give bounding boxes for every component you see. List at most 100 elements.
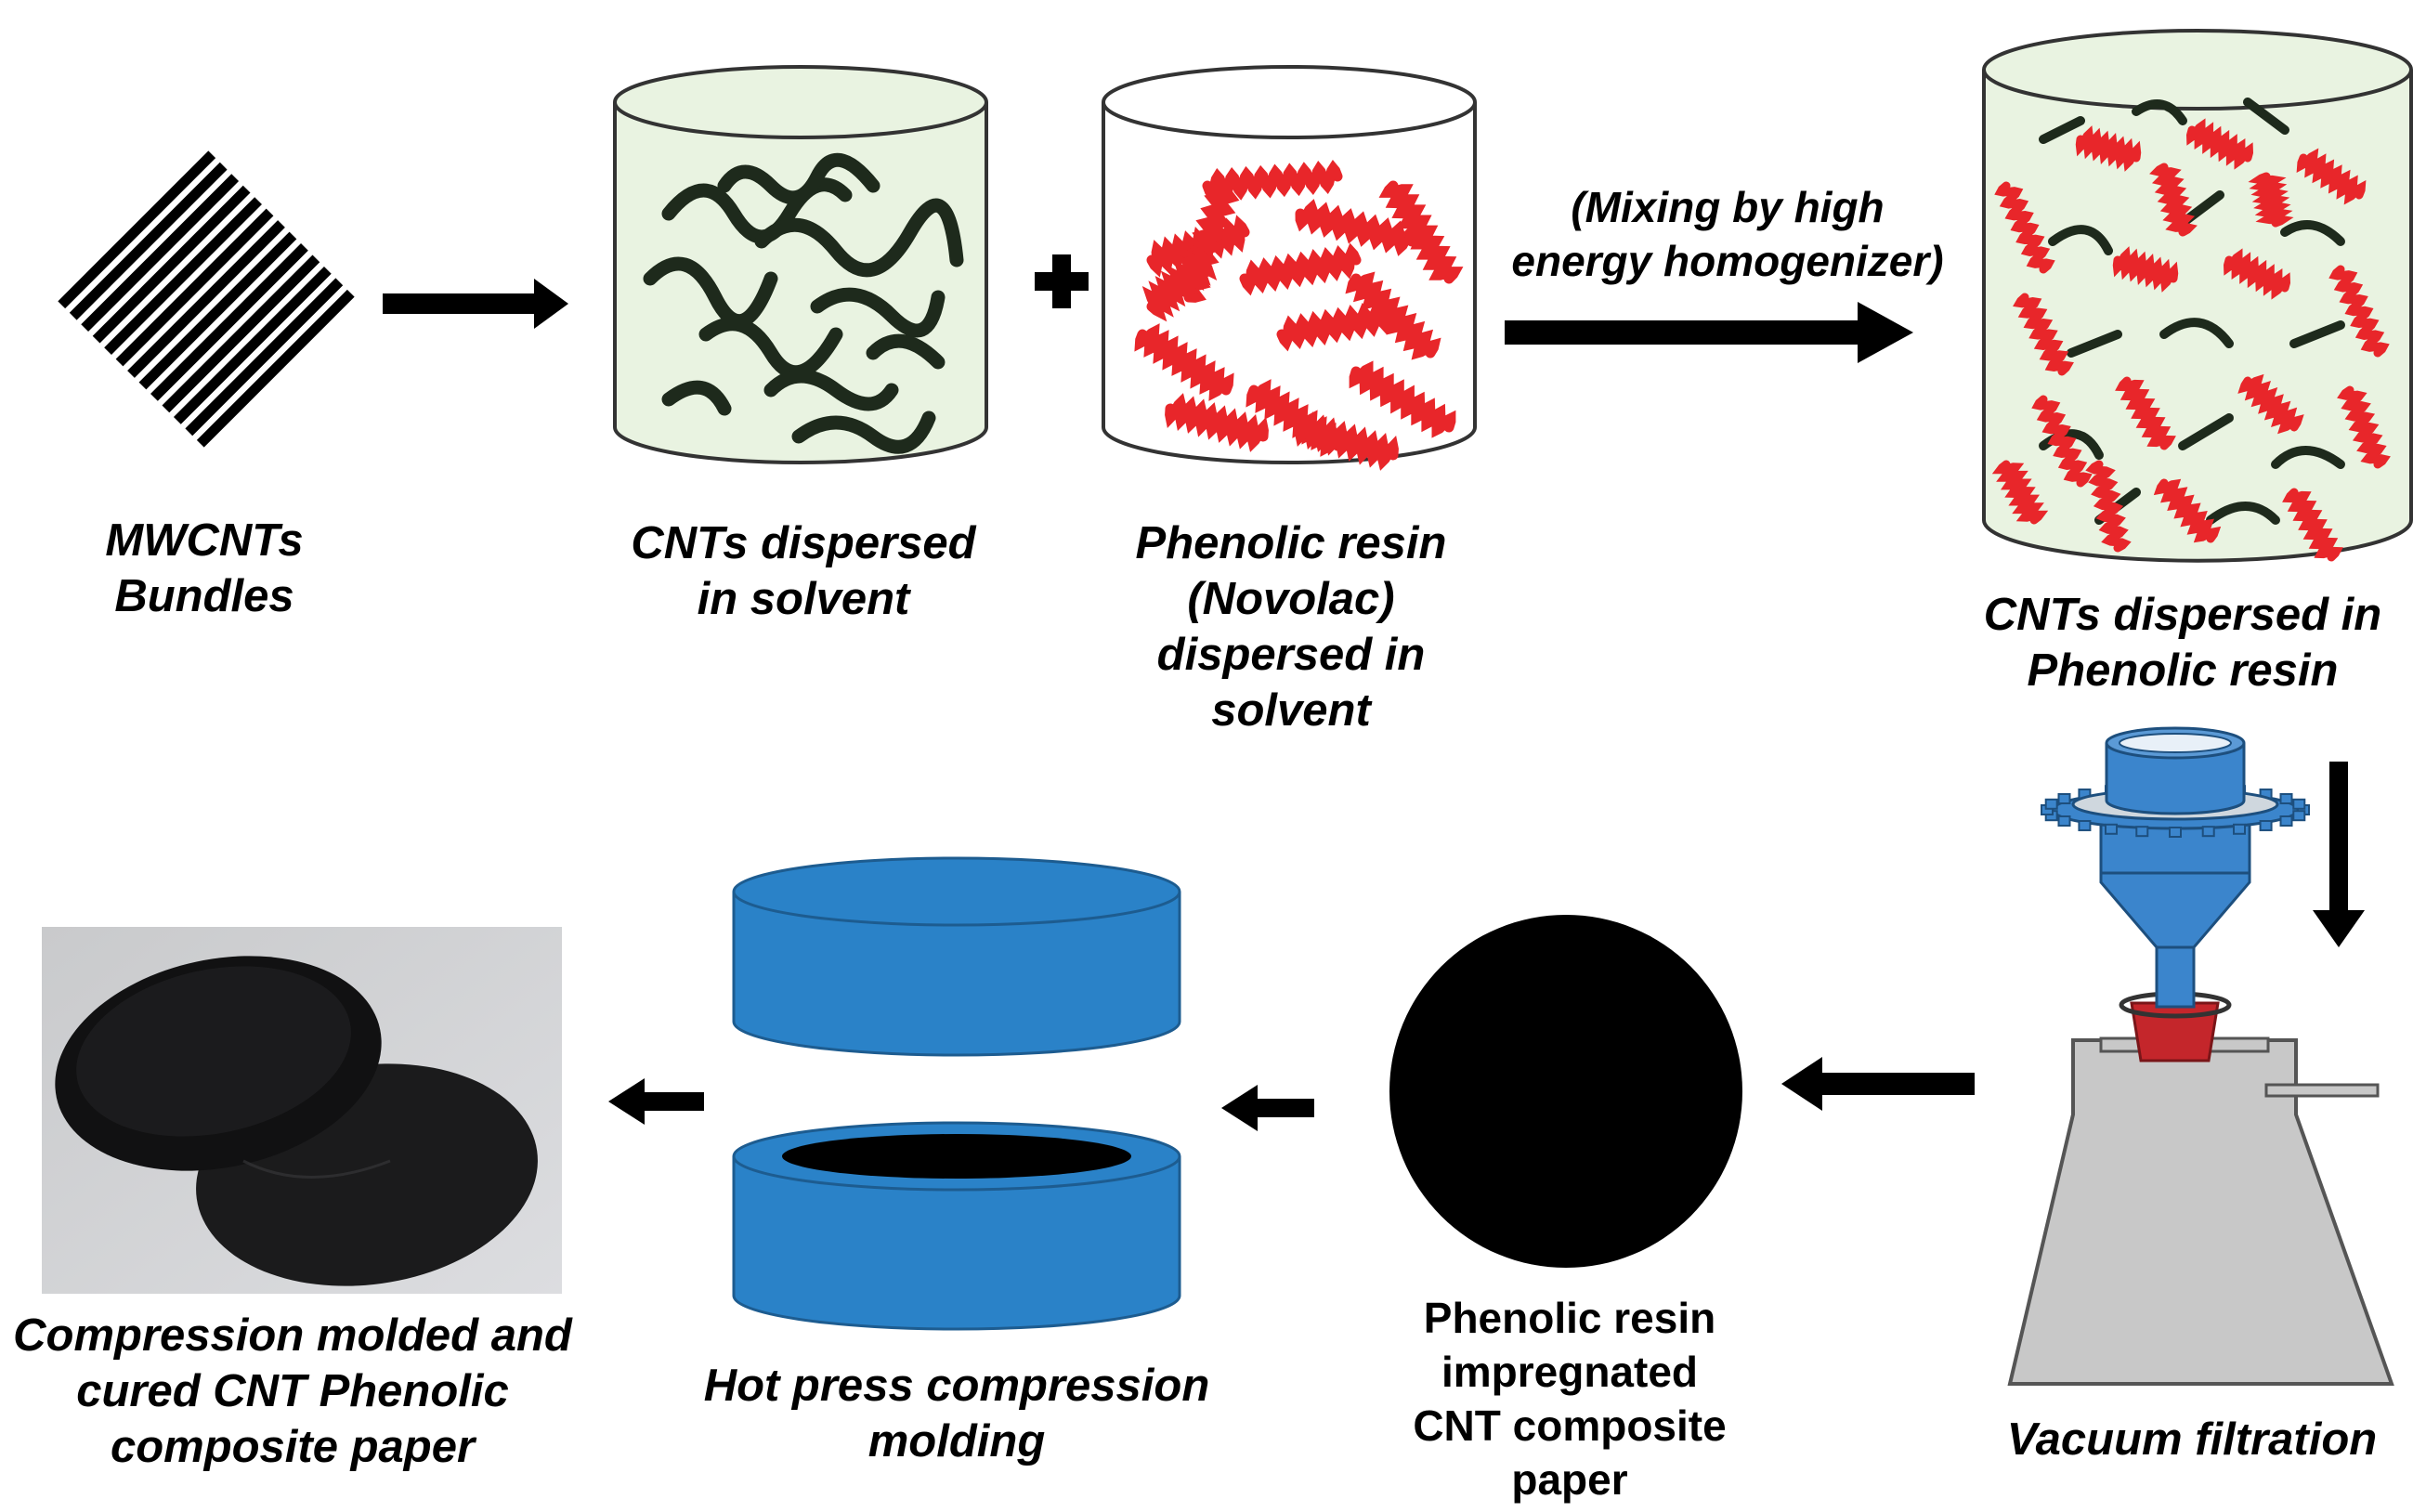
cnt-strand <box>810 287 946 338</box>
resin-coil <box>1276 298 1399 352</box>
label-line: Compression molded and <box>13 1310 572 1361</box>
clamp-tooth <box>2078 819 2092 831</box>
cnt-strand <box>2048 225 2113 255</box>
clamp-tooth <box>2259 819 2273 831</box>
label-line: (Mixing by high <box>1571 183 1885 231</box>
cnt-strand <box>2039 116 2085 144</box>
clamp-tooth <box>2057 815 2071 827</box>
resin-coil <box>2328 265 2390 358</box>
nanotube-stripe <box>185 278 344 437</box>
nanotube-stripe <box>196 289 355 448</box>
mwcnt-bundle-icon <box>58 150 355 448</box>
resin-coil <box>2013 293 2074 376</box>
label-line: paper <box>1511 1455 1628 1504</box>
resin-coils <box>1991 118 2391 562</box>
clamp-tooth <box>2135 826 2149 838</box>
arrow-to-cnt-solvent <box>383 279 568 329</box>
clamp-tooth <box>2279 793 2293 804</box>
resin-coil <box>1295 199 1417 256</box>
label-line: Vacuum filtration <box>2006 1414 2378 1465</box>
label-line: (Novolac) <box>1187 574 1395 624</box>
label-line: cured CNT Phenolic <box>76 1366 509 1416</box>
resin-coil <box>1239 242 1362 296</box>
arrow-mixing <box>1505 302 1913 363</box>
arrow-down-to-filtration <box>2313 762 2365 947</box>
cnt-strand <box>643 256 778 329</box>
label-line: energy homogenizer) <box>1511 237 1944 285</box>
cnt-strand <box>717 152 880 205</box>
label-line: Phenolic resin <box>1135 518 1447 568</box>
nanotube-stripe <box>115 208 274 367</box>
resin-coil <box>2223 248 2291 300</box>
label-hot-press: Hot press compression molding <box>687 1358 1226 1469</box>
resin-coils <box>1134 160 1464 471</box>
resin-coil <box>1349 360 1456 438</box>
nanotube-stripe <box>127 220 285 378</box>
final-product-photo <box>42 927 562 1294</box>
vacuum-filtration-apparatus <box>2007 726 2394 1386</box>
resin-coil <box>2282 488 2343 562</box>
cnt-resin-beaker <box>1982 29 2413 563</box>
resin-coil <box>1994 181 2055 274</box>
cnt-strand <box>2243 98 2289 135</box>
cnt-strand <box>2206 502 2280 525</box>
cnt-strand <box>2132 99 2187 125</box>
cnt-strands <box>643 152 964 454</box>
arrow-to-final-product <box>608 1078 704 1125</box>
label-line: CNTs dispersed in <box>1983 590 2382 640</box>
cnt-strand <box>2159 318 2234 348</box>
cnt-strand <box>2280 220 2345 246</box>
resin-coil <box>1991 460 2049 525</box>
nanotube-stripe <box>162 254 320 413</box>
nanotube-stripe <box>150 243 308 401</box>
label-cnts-in-solvent: CNTs dispersed in solvent <box>594 515 1012 627</box>
label-line: MWCNTs <box>105 515 304 566</box>
resin-coil <box>1165 393 1269 452</box>
label-impregnated-paper: Phenolic resin impregnated CNT composite… <box>1347 1291 1793 1506</box>
nanotube-stripe <box>58 150 216 309</box>
resin-solvent-beaker <box>1102 65 1477 471</box>
label-line: impregnated <box>1441 1348 1699 1396</box>
cnt-resin-network <box>1991 98 2391 562</box>
cnt-strand <box>2178 413 2234 450</box>
arrow-to-hot-press <box>1221 1085 1314 1131</box>
resin-coil <box>2031 395 2093 488</box>
resin-coil <box>2149 163 2198 237</box>
nanotube-stripe <box>173 266 332 424</box>
clamp-tooth <box>2292 798 2306 810</box>
resin-coil <box>2296 148 2367 205</box>
label-final-paper: Compression molded and cured CNT Phenoli… <box>0 1308 585 1475</box>
label-vacuum-filtration: Vacuum filtration <box>1978 1412 2406 1467</box>
resin-coil <box>1378 180 1464 284</box>
label-line: CNTs dispersed <box>631 518 976 568</box>
label-line: solvent <box>1211 685 1371 736</box>
label-line: Phenolic resin <box>1423 1294 1716 1342</box>
clamp-tooth <box>2233 823 2246 835</box>
hot-press-mold <box>732 856 1181 1331</box>
label-phenolic-in-solvent: Phenolic resin (Novolac) dispersed in so… <box>1077 515 1505 738</box>
label-line: in solvent <box>697 574 910 624</box>
clamp-tooth <box>2292 810 2306 822</box>
clamp-tooth <box>2057 793 2071 804</box>
arrow-to-composite-paper <box>1781 1057 1975 1111</box>
resin-coil <box>2337 385 2391 469</box>
label-line: dispersed in <box>1156 630 1426 680</box>
label-cnts-in-phenolic: CNTs dispersed in Phenolic resin <box>1960 587 2406 698</box>
label-line: Phenolic resin <box>2027 645 2339 696</box>
clamp-tooth <box>2169 827 2182 838</box>
resin-coil <box>1345 271 1441 360</box>
nanotube-stripe <box>138 231 297 390</box>
cnt-strand <box>866 333 946 370</box>
label-line: CNT composite <box>1413 1401 1727 1450</box>
clamp-tooth <box>2201 826 2215 838</box>
resin-coil <box>2112 246 2179 293</box>
resin-coil <box>1141 244 1218 322</box>
plus-icon <box>1035 254 1089 308</box>
resin-coil <box>2075 125 2142 172</box>
resin-coil <box>2237 373 2304 435</box>
composite-paper-disk <box>1389 915 1742 1268</box>
cnt-solvent-beaker <box>613 65 988 464</box>
label-line: Bundles <box>114 571 294 621</box>
resin-coil <box>2153 478 2222 543</box>
